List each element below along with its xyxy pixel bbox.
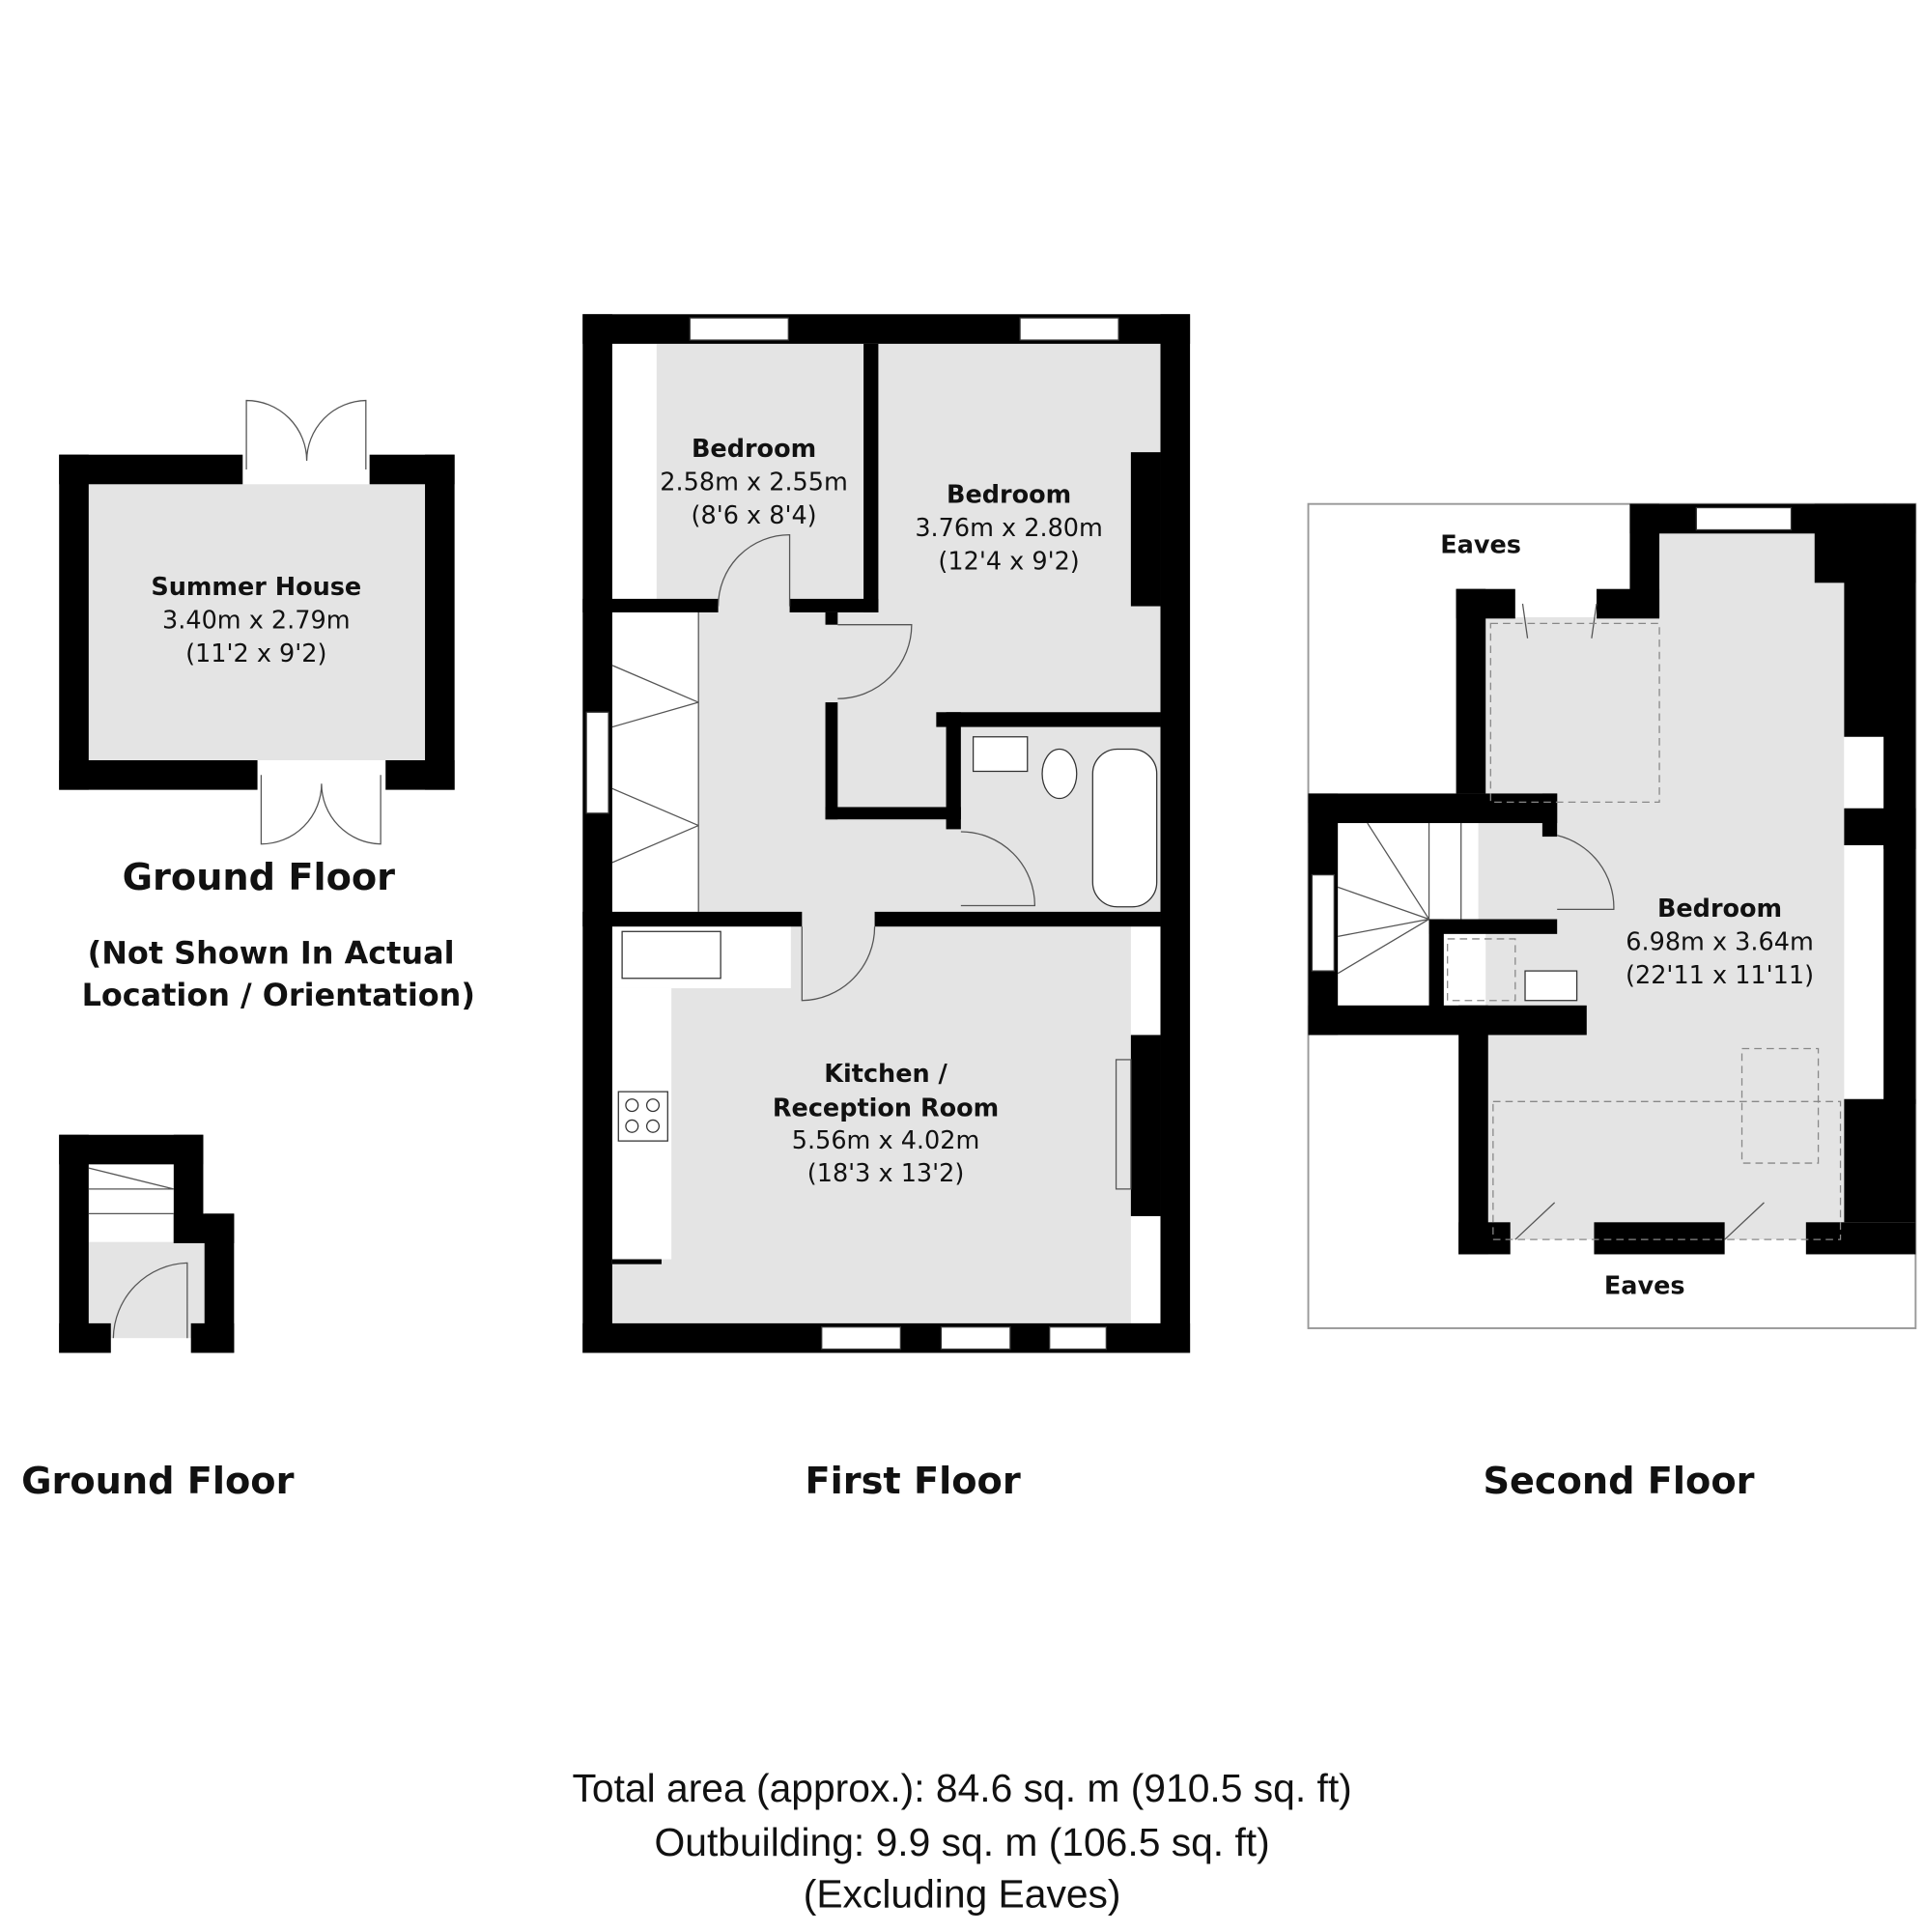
floor-label: Ground Floor [21,1460,294,1503]
room-size-imperial: (12'4 x 9'2) [938,547,1079,576]
shower-icon [1447,938,1516,1002]
room-size-metric: 2.58m x 2.55m [660,469,848,497]
window [585,711,609,814]
outbuilding-area: Outbuilding: 9.9 sq. m (106.5 sq. ft) [655,1820,1270,1864]
first-floor-plan: Bedroom 2.58m x 2.55m (8'6 x 8'4) Bedroo… [582,314,1191,1353]
room-size-metric: 3.76m x 2.80m [915,514,1103,543]
ground-floor-plan [59,1134,235,1353]
room-size-metric: 5.56m x 4.02m [792,1126,980,1155]
window [689,317,789,341]
eaves-label: Eaves [1604,1271,1685,1300]
floor-label: Second Floor [1483,1460,1754,1503]
bath-icon [1091,748,1158,908]
room-size-metric: 6.98m x 3.64m [1626,927,1814,956]
window [1049,1326,1108,1350]
total-area: Total area (approx.): 84.6 sq. m (910.5 … [573,1766,1352,1810]
room-size-imperial: (11'2 x 9'2) [185,639,326,668]
room-size-imperial: (22'11 x 11'11) [1626,961,1814,990]
orientation-note: Location / Orientation) [82,977,475,1013]
orientation-note: (Not Shown In Actual [88,934,455,971]
french-door-icon [260,775,382,845]
sink-icon [1524,970,1578,1002]
area-note: (Excluding Eaves) [804,1871,1121,1916]
toilet-icon [1041,748,1078,800]
summer-house-plan: Summer House 3.40m x 2.79m (11'2 x 9'2) [59,399,455,845]
sink-icon [972,736,1029,773]
room-name: Summer House [151,573,361,602]
window [940,1326,1011,1350]
window [821,1326,902,1350]
room-name: Bedroom [947,480,1071,509]
room-size-imperial: (18'3 x 13'2) [807,1159,965,1188]
hob-icon [617,1091,668,1142]
room-name: Bedroom [692,435,816,464]
eaves-label: Eaves [1440,531,1521,560]
window [1311,873,1335,972]
second-floor-plan: Eaves Eaves Bedroom 6.98m x 3.64m (22'11… [1307,502,1917,1329]
room-name: Kitchen / [824,1060,947,1089]
window [1019,317,1119,341]
floor-label: First Floor [806,1460,1021,1503]
floor-label: Ground Floor [123,856,395,899]
french-door-icon [245,399,367,469]
kitchen-sink-icon [621,930,721,980]
room-size-metric: 3.40m x 2.79m [162,607,351,636]
room-name: Bedroom [1657,895,1782,923]
window [1695,506,1793,531]
room-size-imperial: (8'6 x 8'4) [692,501,817,530]
room-name: Reception Room [773,1094,999,1123]
